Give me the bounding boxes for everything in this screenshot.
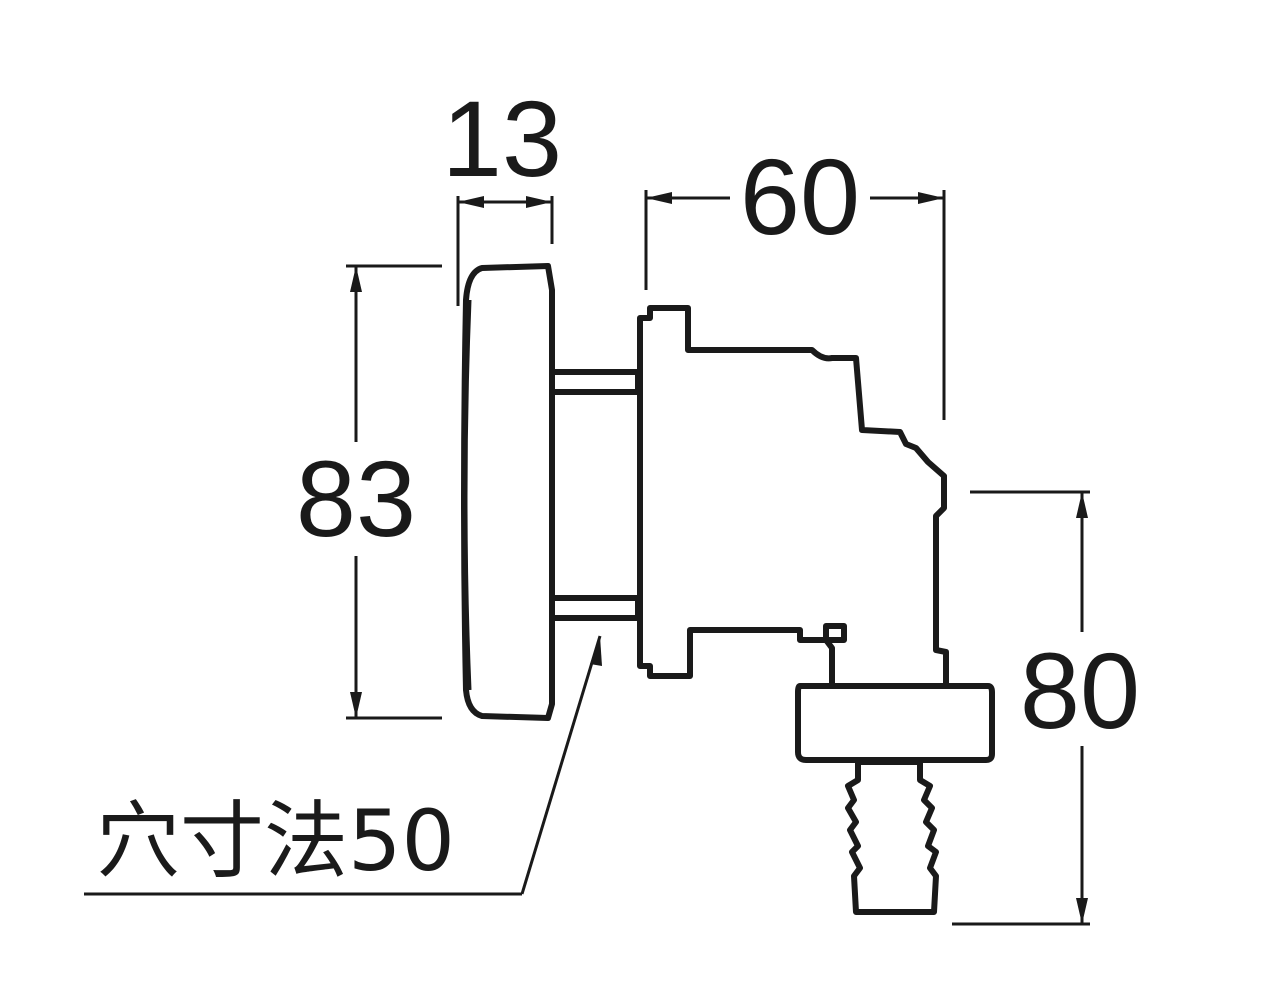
dim-13-arrow-left (458, 196, 484, 208)
dim-80-arrow-top (1076, 492, 1088, 518)
elbow-body (637, 305, 949, 689)
note-leader-arrow (590, 636, 602, 666)
dim-80-arrow-bottom (1076, 898, 1088, 924)
dim-83-label: 83 (296, 438, 416, 559)
cover-plate-inner-curve (464, 299, 472, 691)
hole-size-note: 穴寸法50 (96, 792, 455, 890)
dim-83-arrow-bottom (350, 692, 362, 718)
dim-60-label: 60 (740, 136, 860, 257)
dim-80-label: 80 (1020, 630, 1140, 751)
dim-60-arrow-left (646, 192, 672, 204)
lower-rod (549, 595, 641, 621)
upper-rod (549, 369, 641, 395)
hose-barb (845, 759, 939, 915)
dim-13-arrow-right (526, 196, 552, 208)
cover-plate (461, 263, 555, 721)
dim-13-label: 13 (442, 78, 562, 199)
note-leader-diagonal (520, 635, 602, 895)
union-nut (795, 683, 995, 763)
dim-60-arrow-right (918, 192, 944, 204)
dim-83-arrow-top (350, 266, 362, 292)
